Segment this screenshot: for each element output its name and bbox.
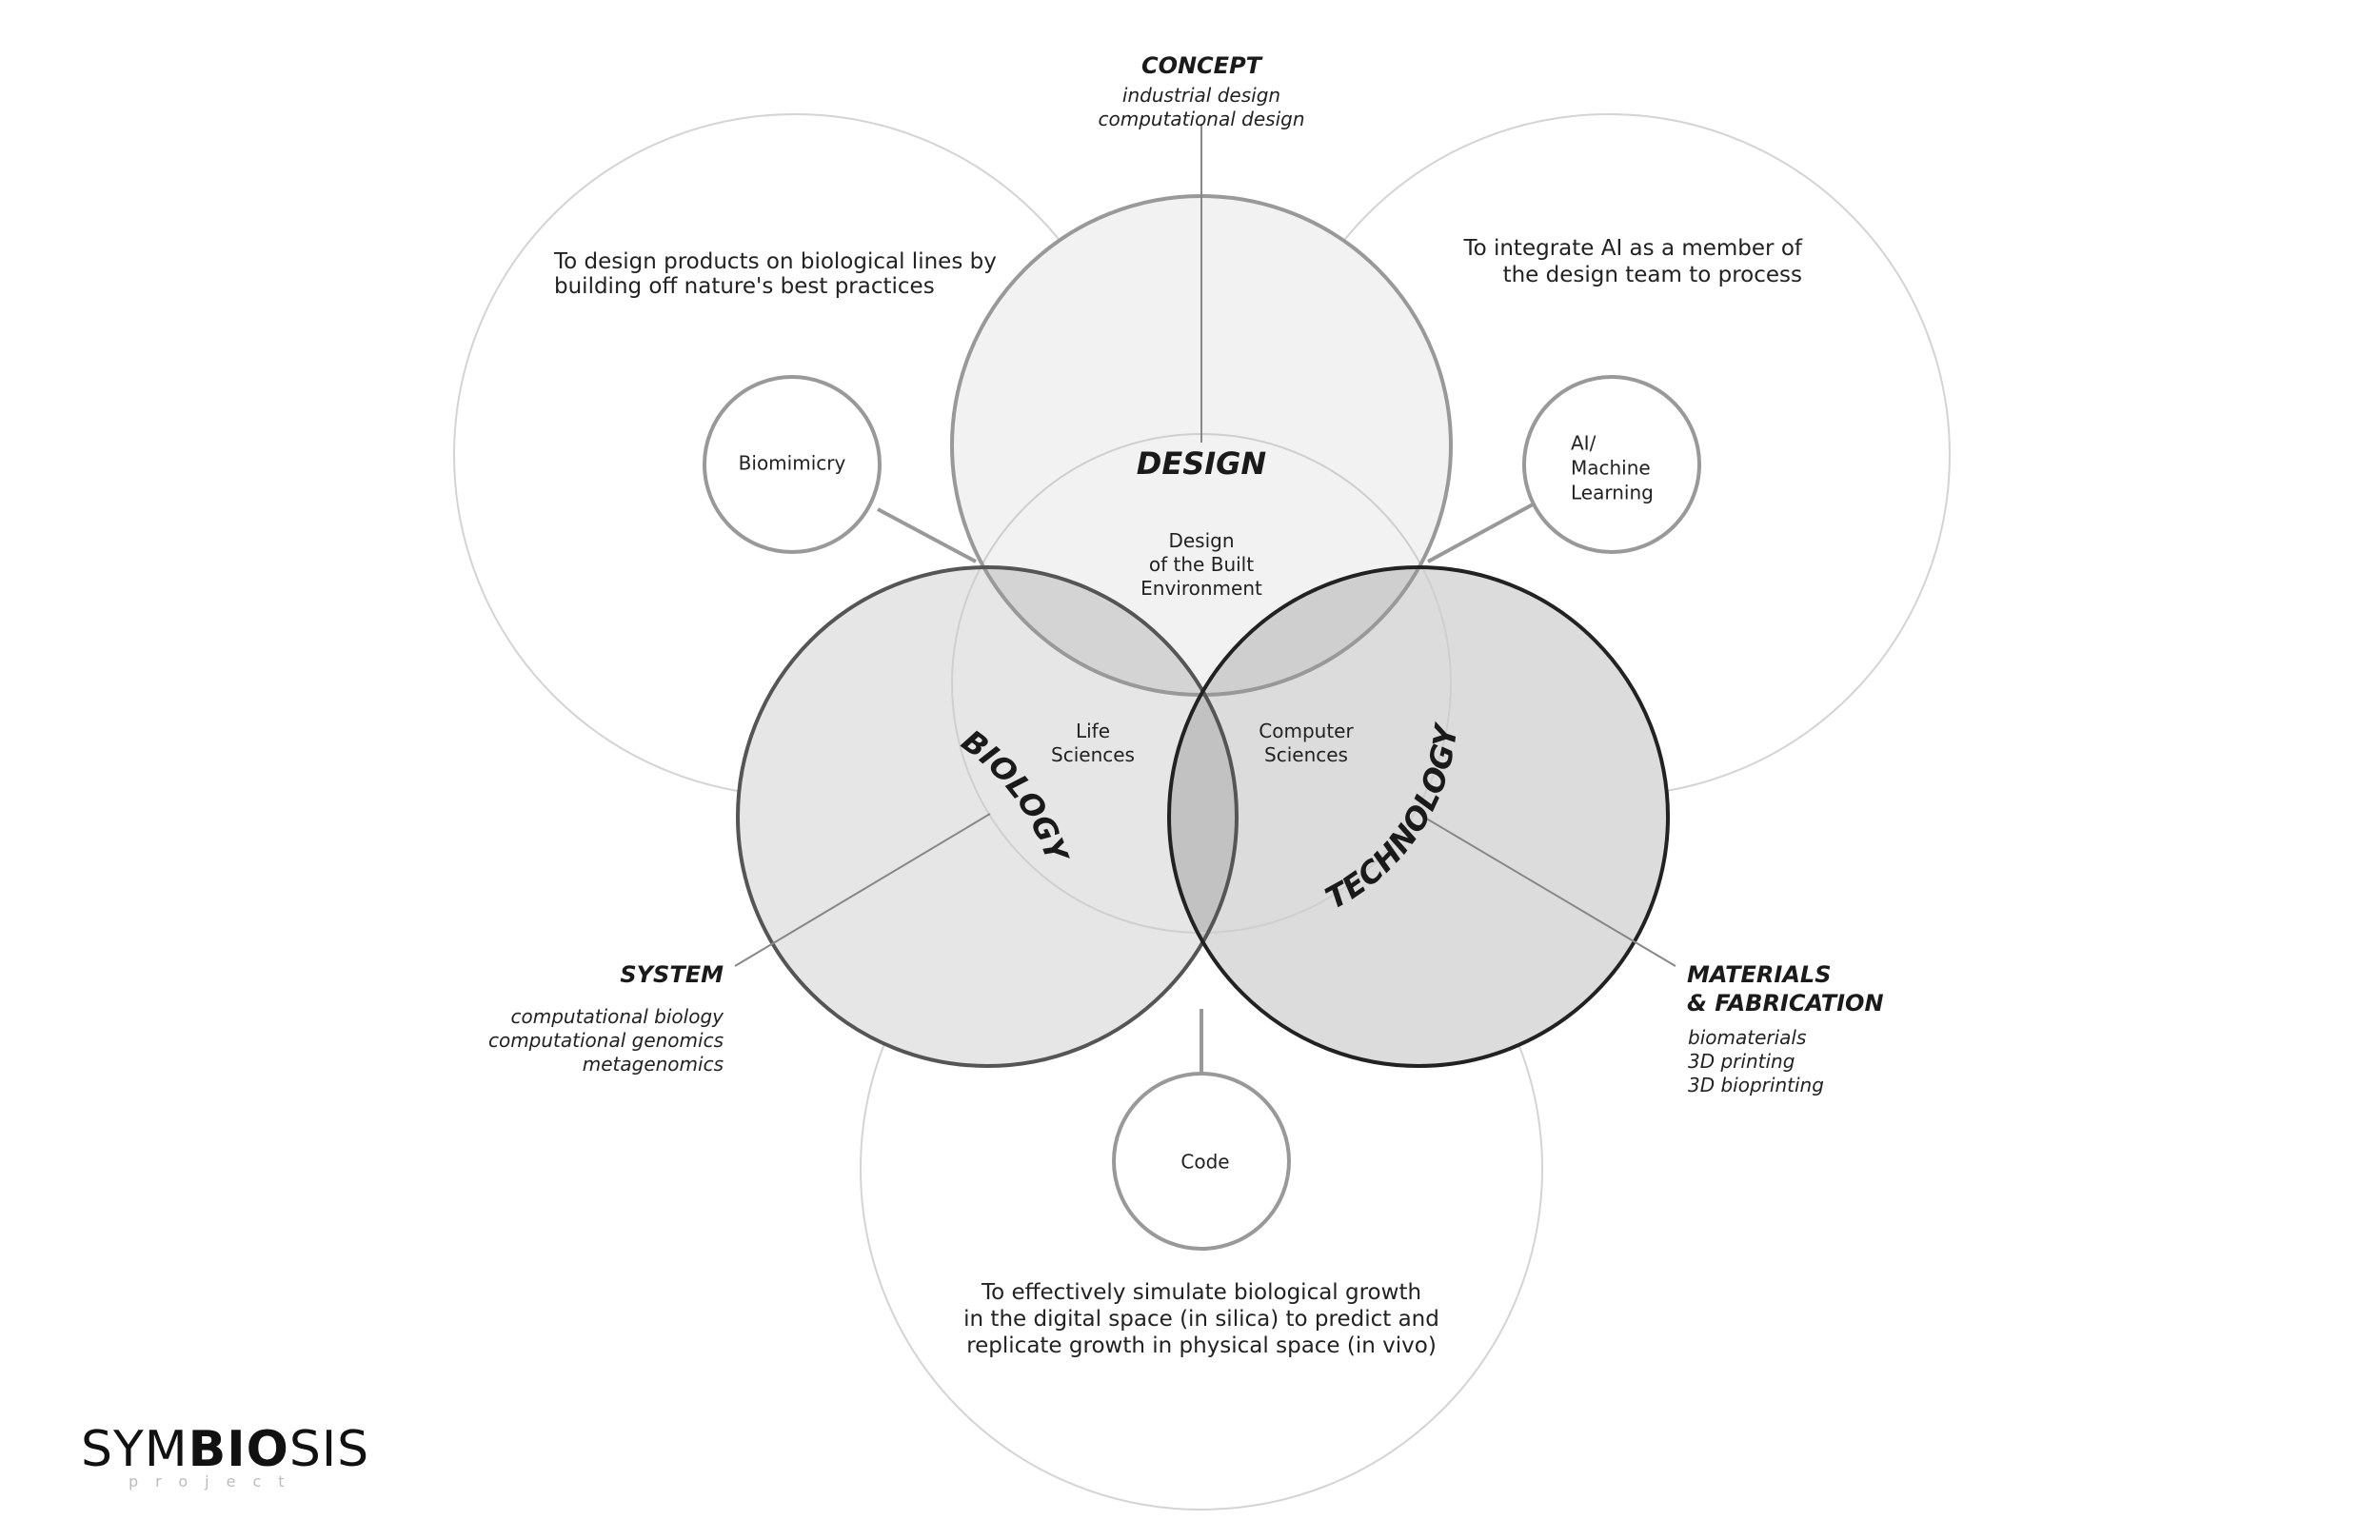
- materials-item: biomaterials: [1688, 1026, 1806, 1049]
- biology-circle: [738, 567, 1237, 1066]
- technology-goal-line: To integrate AI as a member of: [1462, 236, 1802, 261]
- system-item: computational biology: [511, 1005, 725, 1028]
- concept-item: computational design: [1098, 108, 1304, 130]
- logo-wordmark: SYMBIOSIS: [81, 1421, 369, 1478]
- ai-node: [1522, 375, 1701, 554]
- computer-sciences-label: Sciences: [1264, 743, 1348, 766]
- code-goal-line: To effectively simulate biological growt…: [981, 1280, 1421, 1305]
- technology-circle: [1169, 567, 1668, 1066]
- built-environment-label: Environment: [1140, 577, 1262, 600]
- system-item: metagenomics: [583, 1053, 724, 1076]
- materials-item: 3D printing: [1688, 1050, 1795, 1073]
- materials-connector: [1422, 816, 1676, 967]
- logo-part-sym: SYM: [81, 1421, 188, 1478]
- technology-goal-line: the design team to process: [1503, 263, 1802, 287]
- code-node: [1112, 1072, 1291, 1251]
- technology-circle-outline: [1167, 565, 1670, 1068]
- ai-label: Machine: [1571, 457, 1651, 480]
- biology-circle-outline: [736, 565, 1239, 1068]
- biology-goal-line: To design products on biological lines b…: [553, 249, 997, 274]
- biomimicry-connector: [877, 507, 977, 563]
- materials-title: & FABRICATION: [1687, 990, 1884, 1017]
- concept-item: industrial design: [1122, 84, 1280, 107]
- logo-part-bio: BIO: [188, 1421, 289, 1478]
- life-sciences-label: Life: [1076, 720, 1110, 742]
- ai-label: AI/: [1571, 432, 1597, 455]
- ai-connector: [1427, 503, 1534, 563]
- logo-part-sis: SIS: [289, 1421, 369, 1478]
- biology-goal-line: building off nature's best practices: [554, 274, 935, 299]
- system-connector: [734, 813, 991, 967]
- system-title: SYSTEM: [620, 961, 724, 988]
- biomimicry-label: Biomimicry: [739, 452, 846, 475]
- built-environment-label: of the Built: [1149, 553, 1254, 576]
- built-environment-label: Design: [1168, 529, 1234, 552]
- biomimicry-node: [703, 375, 882, 554]
- system-item: computational genomics: [488, 1029, 724, 1052]
- logo-subtitle: project: [129, 1472, 302, 1491]
- ai-label: Learning: [1571, 482, 1654, 504]
- materials-item: 3D bioprinting: [1688, 1074, 1824, 1096]
- code-goal-line: replicate growth in physical space (in v…: [966, 1333, 1437, 1358]
- life-sciences-label: Sciences: [1051, 743, 1135, 766]
- code-label: Code: [1180, 1151, 1229, 1174]
- computer-sciences-label: Computer: [1259, 720, 1354, 742]
- design-circle: [952, 196, 1451, 695]
- concept-title: CONCEPT: [1141, 52, 1263, 79]
- design-label: DESIGN: [1137, 445, 1267, 482]
- code-goal-line: in the digital space (in silica) to pred…: [963, 1307, 1439, 1332]
- materials-title: MATERIALS: [1687, 961, 1832, 988]
